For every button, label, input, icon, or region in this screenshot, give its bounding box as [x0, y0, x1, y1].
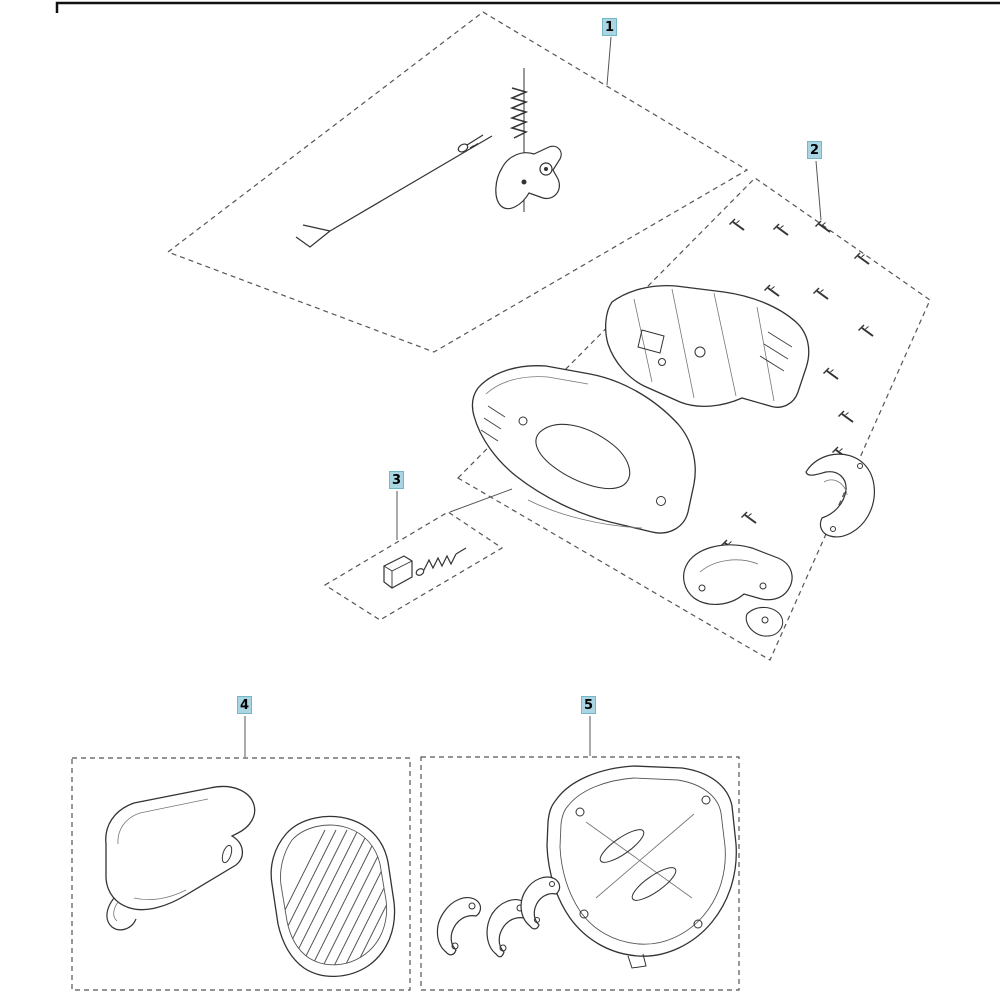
callout-leader-lines	[244, 36, 822, 757]
spring-screw-shaft	[455, 547, 467, 555]
rod-wire-end	[295, 224, 331, 248]
group-4-boundary	[71, 757, 411, 991]
group-1-boundary	[166, 11, 749, 353]
spring-screw-coil	[423, 553, 457, 571]
callout-5[interactable]: 5	[581, 696, 597, 714]
guard-base	[546, 765, 737, 969]
upper-housing-half	[605, 284, 810, 408]
pin-boss	[521, 179, 527, 185]
group-3-connector-parts	[383, 547, 467, 589]
trigger-hole	[539, 162, 553, 176]
callout-2[interactable]: 2	[807, 141, 823, 159]
rod-screw-thread	[466, 134, 484, 149]
group-1-trigger-assembly	[295, 68, 562, 248]
group-5-boundary	[420, 756, 740, 991]
clamp-piece-3	[520, 876, 561, 930]
group-2-boundary	[457, 177, 931, 661]
smooth-cover	[105, 785, 256, 931]
throttle-trigger	[495, 145, 562, 210]
throttle-rod	[329, 135, 493, 232]
callout-3[interactable]: 3	[389, 471, 405, 489]
handle-bracket-piece	[683, 544, 793, 637]
lower-housing-half	[471, 365, 696, 534]
trigger-hole-center	[544, 167, 548, 171]
group-4-covers	[105, 785, 396, 978]
trigger-spring	[509, 87, 529, 139]
connector-block-edges	[383, 560, 413, 588]
group-boundaries	[71, 11, 931, 991]
handle-clamp-piece	[805, 453, 875, 538]
ribbed-cover	[270, 815, 396, 978]
page-frame-rule	[55, 1, 1000, 13]
rod-screw-head	[457, 143, 469, 153]
group-3-boundary	[323, 511, 504, 621]
callout-4[interactable]: 4	[237, 696, 253, 714]
group-5-guard-assembly	[436, 765, 737, 969]
spring-screw-head	[415, 568, 425, 576]
clamp-piece-1	[436, 897, 482, 956]
group-2-housing-assembly	[471, 218, 875, 637]
callout-1[interactable]: 1	[602, 18, 618, 36]
connector-block	[383, 555, 413, 589]
